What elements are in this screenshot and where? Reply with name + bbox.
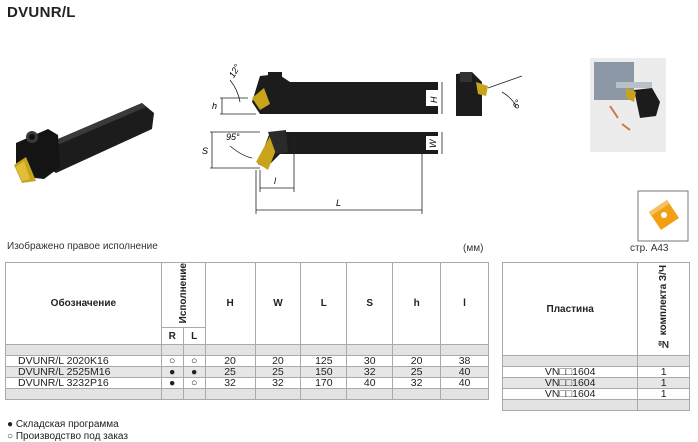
dim-H-label: H: [429, 96, 439, 103]
page-title: DVUNR/L: [7, 4, 76, 21]
specs-table: Обозначение Исполнение H W L S h l R L D…: [5, 262, 489, 400]
angle-side-label: 95°: [226, 132, 240, 142]
order-symbol: ○: [7, 431, 14, 442]
subheader-R: R: [160, 327, 184, 345]
legend-item: ○ Производство под заказ: [7, 431, 128, 442]
tool-3d-illustration: [14, 103, 154, 183]
insert-icon: [637, 190, 689, 242]
dim-h-label: h: [212, 101, 217, 111]
reference-label: стр. А43: [630, 243, 669, 254]
dim-W-label: W: [428, 138, 438, 148]
dim-L-label: L: [336, 198, 341, 208]
legend-text: Складская программа: [15, 419, 119, 430]
header-insert: Пластина: [501, 262, 639, 356]
legend-text: Производство под заказ: [15, 431, 128, 442]
dim-S-label: S: [202, 146, 208, 156]
dim-l-label: l: [274, 176, 277, 186]
legend-item: ● Складская программа: [7, 419, 119, 430]
angle-end-label: 6°: [511, 98, 524, 111]
tool-top-view: h 12° H: [212, 62, 443, 115]
header-l: l: [440, 262, 489, 345]
header-W: W: [254, 262, 302, 345]
subheader-L: L: [182, 327, 206, 345]
header-designation: Обозначение: [5, 262, 162, 345]
tool-side-view: S 95° l L W: [202, 130, 443, 214]
header-H: H: [204, 262, 256, 345]
header-h: h: [392, 262, 442, 345]
application-illustration: [590, 58, 666, 152]
units-label: (мм): [463, 243, 484, 254]
header-S: S: [346, 262, 394, 345]
tool-end-view: 6°: [456, 72, 524, 116]
header-kit: № комплекта З/Ч: [637, 262, 690, 356]
caption: Изображено правое исполнение: [7, 241, 158, 252]
stock-symbol: ●: [7, 419, 14, 430]
angle-top-label: 12°: [227, 62, 243, 79]
header-version: Исполнение: [160, 262, 206, 328]
header-L: L: [300, 262, 348, 345]
